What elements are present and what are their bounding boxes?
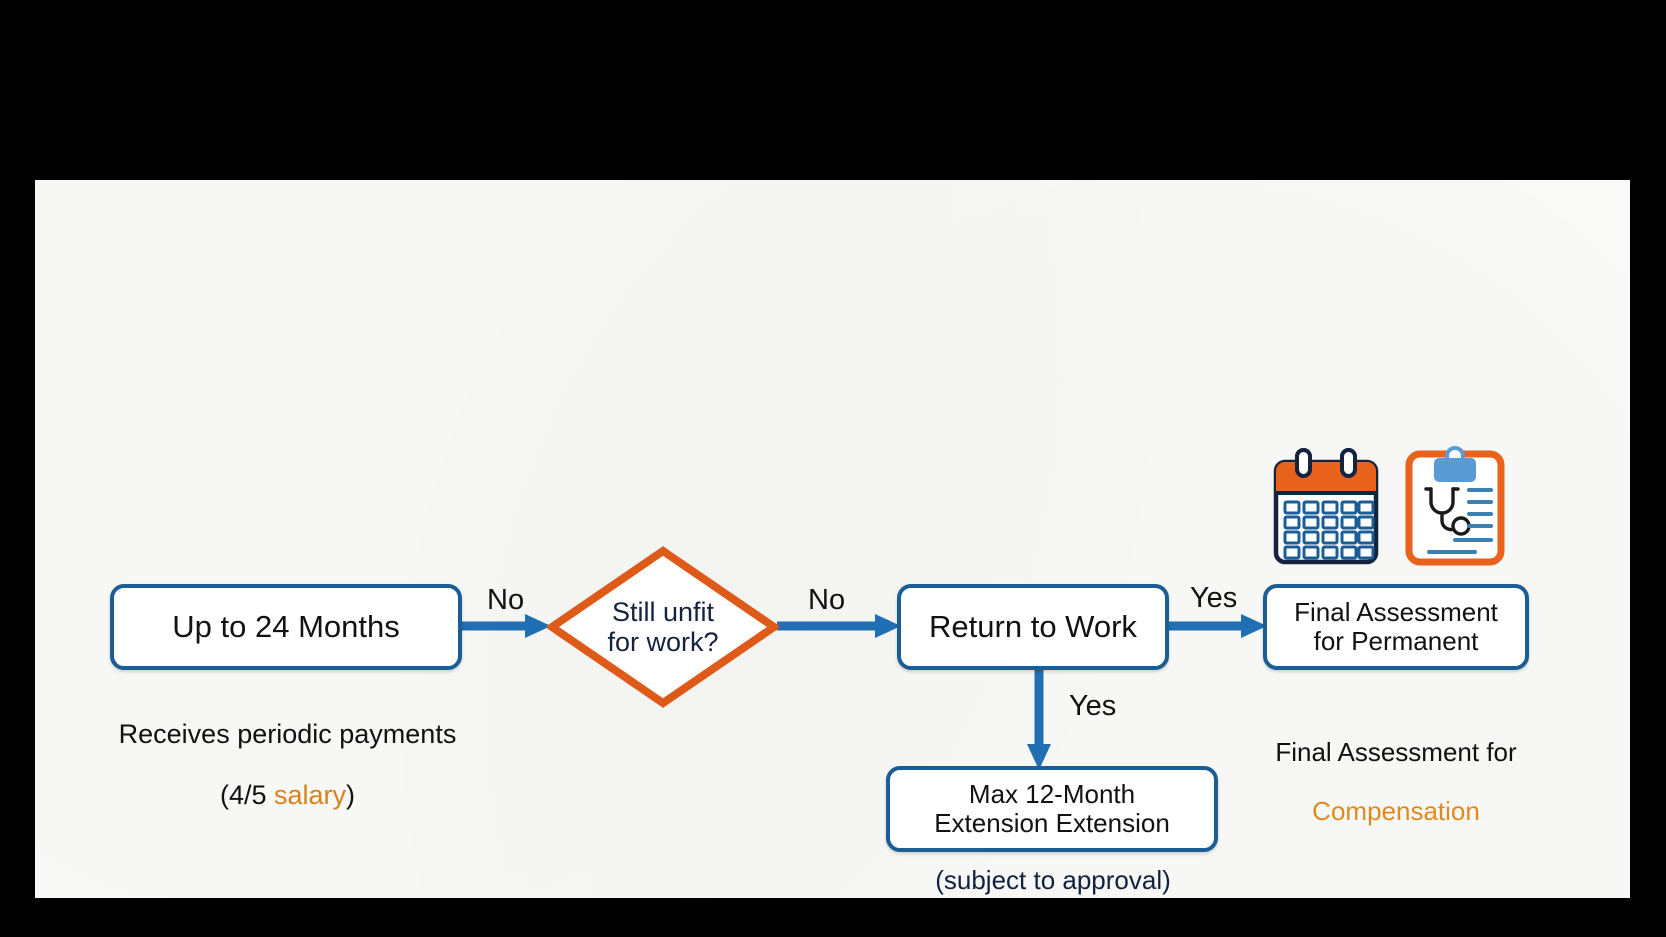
arrow-label-yes-1: Yes xyxy=(1190,582,1238,614)
arrow-decision-to-return-to-work xyxy=(777,614,901,638)
caption-final-assessment-compensation: Final Assessment for Compensation xyxy=(1250,708,1542,827)
arrow-return-to-work-to-max-extension xyxy=(1027,666,1051,770)
caption-periodic-line2-accent: salary xyxy=(274,780,347,811)
decision-diamond-shape xyxy=(547,546,779,708)
node-return-to-work[interactable]: Return to Work xyxy=(897,584,1169,670)
node-max-12-month-extension[interactable]: Max 12-Month Extension Extension xyxy=(886,766,1218,852)
node-max-extension-label: Max 12-Month Extension Extension xyxy=(934,778,1170,838)
arrow-up-to-24-to-decision xyxy=(459,614,551,638)
slide-canvas: No No Yes Yes Up to 24 Months Still unfi… xyxy=(35,180,1630,898)
caption-periodic-line2-prefix: (4/5 xyxy=(219,780,274,811)
node-still-unfit-for-work[interactable]: Still unfit for work? xyxy=(547,546,779,708)
arrow-label-yes-2: Yes xyxy=(1069,690,1117,722)
arrow-label-no-2: No xyxy=(808,584,846,616)
caption-periodic-payments: Receives periodic payments (4/5 salary) xyxy=(95,688,480,811)
node-final-assessment-permanent[interactable]: Final Assessment for Permanent xyxy=(1263,584,1529,670)
caption-periodic-line2-suffix: ) xyxy=(346,780,356,811)
calendar-icon xyxy=(1273,448,1379,566)
caption-final-line2-accent: Compensation xyxy=(1312,795,1480,826)
node-return-to-work-label: Return to Work xyxy=(929,608,1137,644)
arrow-return-to-work-to-final-assessment xyxy=(1167,614,1267,638)
caption-final-line1: Final Assessment for xyxy=(1275,736,1517,767)
arrow-label-no-1: No xyxy=(487,584,525,616)
node-still-unfit-label: Still unfit for work? xyxy=(607,596,719,657)
node-up-to-24-months[interactable]: Up to 24 Months xyxy=(110,584,462,670)
medical-clipboard-icon xyxy=(1405,442,1505,566)
node-final-assessment-label: Final Assessment for Permanent xyxy=(1294,596,1498,656)
caption-subject-to-approval: (subject to approval) xyxy=(935,865,1171,895)
caption-periodic-line1: Receives periodic payments xyxy=(118,718,457,749)
node-up-to-24-months-label: Up to 24 Months xyxy=(172,608,400,644)
